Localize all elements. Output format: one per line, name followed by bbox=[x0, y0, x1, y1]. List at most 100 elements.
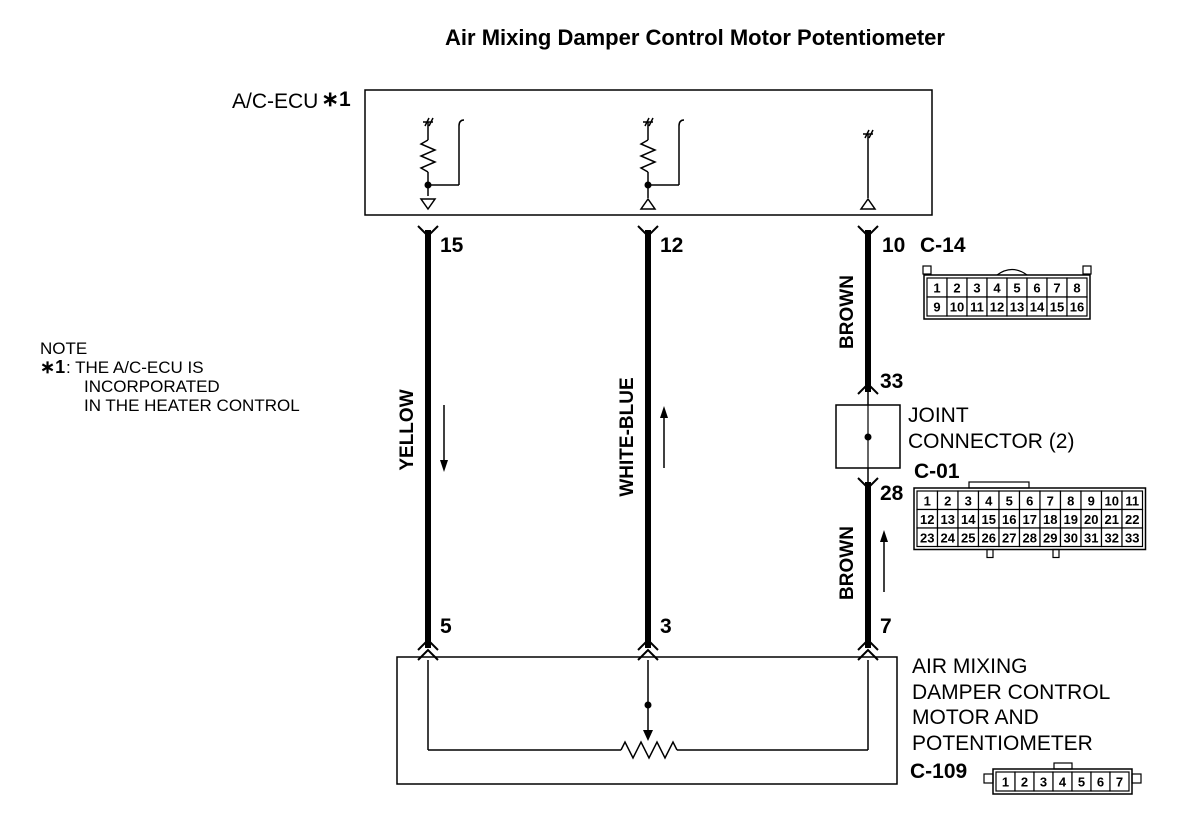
c14-pin-6: 6 bbox=[1033, 281, 1040, 296]
flow-arrow-up bbox=[660, 406, 668, 468]
c01-pin-13: 13 bbox=[941, 512, 955, 527]
diagram-title: Air Mixing Damper Control Motor Potentio… bbox=[445, 25, 945, 50]
c01-housing bbox=[913, 487, 1147, 551]
c14-pin-8: 8 bbox=[1073, 281, 1080, 296]
c109-pin-3: 3 bbox=[1040, 775, 1047, 790]
ecu-circuit-15 bbox=[419, 117, 465, 211]
c01-pin-21: 21 bbox=[1105, 512, 1119, 527]
device-label-4: POTENTIOMETER bbox=[912, 732, 1093, 755]
ecu-pin-12: 12 bbox=[660, 234, 683, 257]
damper-motor-block: AIR MIXING DAMPER CONTROL MOTOR AND POTE… bbox=[396, 655, 1110, 785]
c01-pin-18: 18 bbox=[1043, 512, 1057, 527]
c01-pin-22: 22 bbox=[1125, 512, 1139, 527]
joint-connector-label-2: CONNECTOR (2) bbox=[908, 430, 1074, 453]
flow-arrow-down bbox=[440, 405, 448, 472]
note-line-2: INCORPORATED bbox=[84, 377, 220, 396]
c14-pin-12: 12 bbox=[990, 300, 1004, 315]
ecu-circuit-10 bbox=[859, 129, 877, 210]
connector-id-c109: C-109 bbox=[910, 760, 967, 783]
connector-id-c01: C-01 bbox=[914, 460, 960, 483]
c14-pin-16: 16 bbox=[1070, 300, 1084, 315]
c01-pin-7: 7 bbox=[1047, 493, 1054, 508]
c01-pin-5: 5 bbox=[1006, 493, 1013, 508]
note-mark: ∗1 bbox=[40, 357, 65, 377]
c14-pin-5: 5 bbox=[1013, 281, 1020, 296]
c01-pin-17: 17 bbox=[1023, 512, 1037, 527]
c01-pin-19: 19 bbox=[1064, 512, 1078, 527]
c01-pin-23: 23 bbox=[920, 530, 934, 545]
c14-pin-1: 1 bbox=[933, 281, 940, 296]
c109-pin-2: 2 bbox=[1021, 775, 1028, 790]
device-label-3: MOTOR AND bbox=[912, 706, 1039, 729]
device-pin-3: 3 bbox=[660, 615, 672, 638]
wire-color-brown-upper: BROWN bbox=[837, 275, 858, 349]
c01-pin-30: 30 bbox=[1064, 530, 1078, 545]
c01-pin-32: 32 bbox=[1105, 530, 1119, 545]
device-label-1: AIR MIXING bbox=[912, 655, 1028, 678]
c109-cell bbox=[1109, 771, 1130, 792]
flow-arrow-up-brown bbox=[880, 530, 888, 592]
c01-pin-12: 12 bbox=[920, 512, 934, 527]
c14-pin-15: 15 bbox=[1050, 300, 1064, 315]
device-label-2: DAMPER CONTROL bbox=[912, 681, 1110, 704]
c109-pin-4: 4 bbox=[1059, 775, 1067, 790]
ecu-pin-10: 10 bbox=[882, 234, 905, 257]
c01-pin-14: 14 bbox=[961, 512, 976, 527]
wiper-arrow bbox=[643, 730, 653, 741]
wire-yellow: 15 5 YELLOW bbox=[397, 225, 464, 661]
c01-pin-31: 31 bbox=[1084, 530, 1098, 545]
c01-pin-10: 10 bbox=[1105, 493, 1119, 508]
c01-pin-15: 15 bbox=[982, 512, 996, 527]
c01-pin-3: 3 bbox=[965, 493, 972, 508]
c14-housing bbox=[923, 274, 1091, 320]
connector-id-c14: C-14 bbox=[920, 234, 966, 257]
c14-pin-7: 7 bbox=[1053, 281, 1060, 296]
c01-pin-9: 9 bbox=[1088, 493, 1095, 508]
wire-color-yellow: YELLOW bbox=[397, 389, 418, 470]
c01-pin-11: 11 bbox=[1125, 493, 1139, 508]
wire-white-blue: 12 3 WHITE-BLUE bbox=[617, 225, 683, 661]
c14-cell bbox=[1066, 296, 1088, 317]
ecu-block: A/C-ECU∗1 bbox=[232, 88, 933, 216]
wire-brown: 10 33 28 7 BROWN BROWN bbox=[837, 225, 905, 661]
c01-pin-26: 26 bbox=[982, 530, 996, 545]
device-pin-5: 5 bbox=[440, 615, 452, 638]
c01-pin-28: 28 bbox=[1023, 530, 1037, 545]
ecu-pin-15: 15 bbox=[440, 234, 464, 257]
wire-color-white-blue: WHITE-BLUE bbox=[617, 377, 638, 496]
c01-pin-1: 1 bbox=[924, 493, 931, 508]
c14-pin-11: 11 bbox=[970, 300, 984, 315]
c109-pin-5: 5 bbox=[1078, 775, 1085, 790]
c01-pin-27: 27 bbox=[1002, 530, 1016, 545]
joint-pin-33: 33 bbox=[880, 370, 903, 393]
c01-pin-25: 25 bbox=[961, 530, 975, 545]
c01-pin-8: 8 bbox=[1067, 493, 1074, 508]
note-line-3: IN THE HEATER CONTROL bbox=[84, 396, 300, 415]
c14-pin-10: 10 bbox=[950, 300, 964, 315]
c01-pin-33: 33 bbox=[1125, 530, 1139, 545]
note-block: NOTE ∗1 : THE A/C-ECU IS INCORPORATED IN… bbox=[40, 339, 300, 415]
ecu-label: A/C-ECU∗1 bbox=[232, 88, 351, 113]
c01-pin-20: 20 bbox=[1084, 512, 1098, 527]
c14-pin-14: 14 bbox=[1030, 300, 1045, 315]
note-heading: NOTE bbox=[40, 339, 87, 358]
c14-pin-2: 2 bbox=[953, 281, 960, 296]
c01-pin-29: 29 bbox=[1043, 530, 1057, 545]
c01-pin-24: 24 bbox=[941, 530, 956, 545]
c01-pin-2: 2 bbox=[944, 493, 951, 508]
c14-pin-4: 4 bbox=[993, 281, 1001, 296]
note-line-1: : THE A/C-ECU IS bbox=[66, 358, 204, 377]
c01-pin-4: 4 bbox=[985, 493, 993, 508]
wire-color-brown-lower: BROWN bbox=[837, 526, 858, 600]
device-pin-7: 7 bbox=[880, 615, 892, 638]
c01-pin-6: 6 bbox=[1026, 493, 1033, 508]
c14-pin-13: 13 bbox=[1010, 300, 1024, 315]
c109-pin-1: 1 bbox=[1002, 775, 1009, 790]
joint-connector: JOINT CONNECTOR (2) bbox=[835, 392, 1074, 482]
joint-pin-28: 28 bbox=[880, 482, 904, 505]
